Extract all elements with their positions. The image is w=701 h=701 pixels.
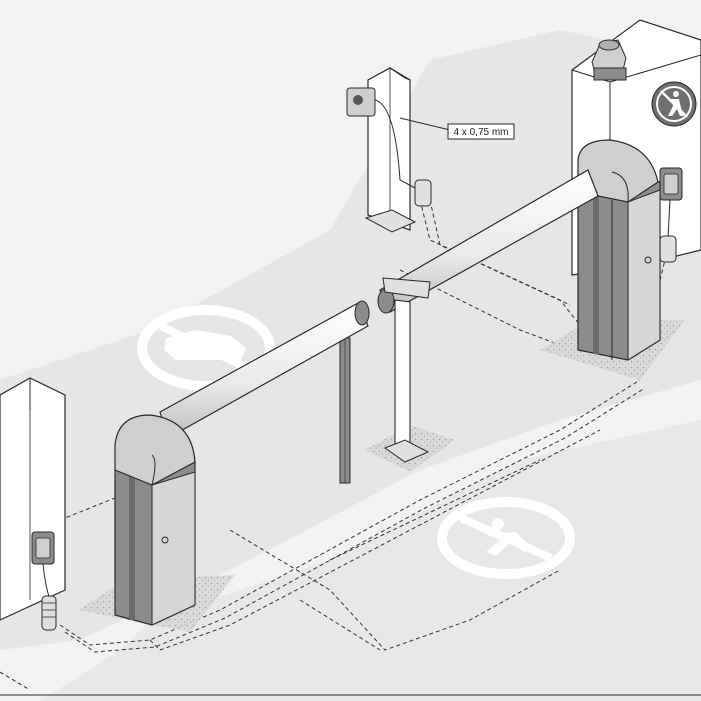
barrier-left bbox=[114, 414, 196, 626]
left-wall bbox=[0, 377, 66, 621]
photocell-right bbox=[659, 167, 683, 263]
photocell-icon bbox=[31, 531, 57, 631]
key-selector-column bbox=[346, 67, 432, 233]
ground-area-lower bbox=[40, 420, 701, 701]
no-vehicle-icon bbox=[137, 305, 275, 391]
cable-label: 4 x 0,75 mm bbox=[399, 117, 515, 140]
beam-right bbox=[377, 169, 599, 314]
pedestrian-icon bbox=[651, 81, 697, 127]
no-pedestrian-icon bbox=[437, 497, 575, 579]
beam-rest-post bbox=[382, 277, 431, 463]
beacon-icon bbox=[591, 39, 627, 81]
barrier-right bbox=[577, 139, 661, 361]
beam-skirt bbox=[339, 337, 351, 484]
cable-label-text: 4 x 0,75 mm bbox=[453, 127, 508, 138]
